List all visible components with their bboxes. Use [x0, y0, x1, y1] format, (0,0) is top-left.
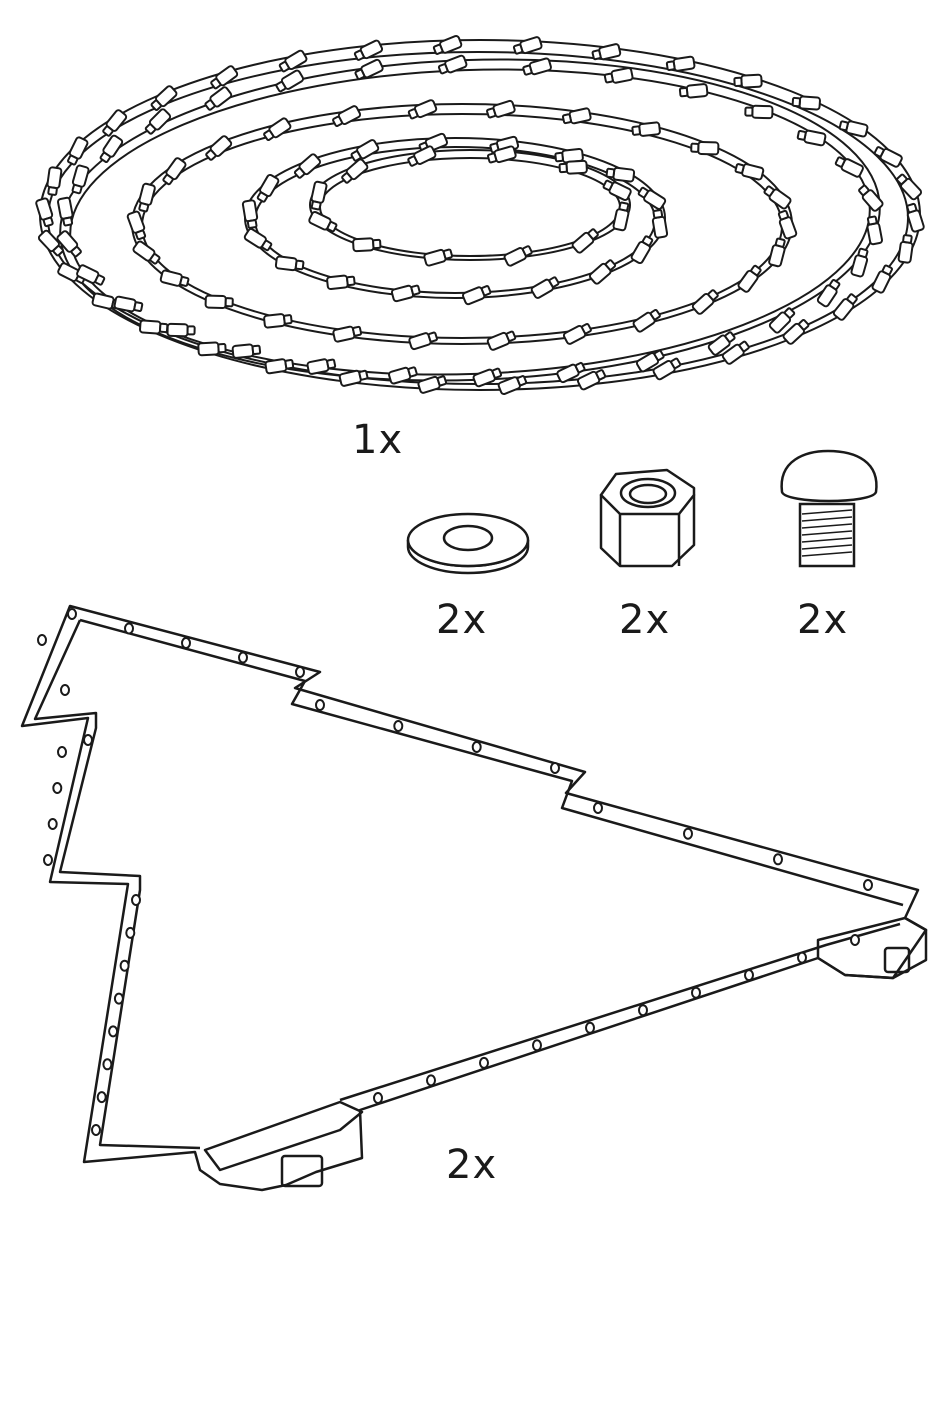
frame-hole — [586, 1023, 594, 1033]
frame-hole — [98, 1092, 106, 1102]
frame-hole — [427, 1075, 435, 1085]
frame-hole — [692, 988, 700, 998]
frame-hole — [109, 1026, 117, 1036]
light-chain-quantity: 1x — [352, 420, 403, 460]
washer-quantity: 2x — [436, 600, 487, 640]
frame-hole — [594, 803, 602, 813]
frame-hole — [798, 953, 806, 963]
frame-hole — [58, 747, 66, 757]
frame-hole — [639, 1005, 647, 1015]
hex-nut-quantity: 2x — [619, 600, 670, 640]
frame-hole — [53, 783, 61, 793]
frame-hole — [533, 1040, 541, 1050]
frame-hole — [68, 609, 76, 619]
frame-hole — [774, 854, 782, 864]
frame-hole — [239, 653, 247, 663]
frame-hole — [684, 829, 692, 839]
frame-hole — [480, 1058, 488, 1068]
tree-frame-quantity: 2x — [446, 1145, 497, 1185]
frame-hole — [182, 638, 190, 648]
frame-hole — [125, 624, 133, 634]
bolt-quantity: 2x — [797, 600, 848, 640]
frame-hole — [394, 721, 402, 731]
frame-hole — [61, 685, 69, 695]
frame-hole — [49, 819, 57, 829]
frame-hole — [473, 742, 481, 752]
frame-hole — [84, 735, 92, 745]
frame-hole — [296, 667, 304, 677]
frame-hole — [864, 880, 872, 890]
frame-hole — [551, 763, 559, 773]
frame-hole — [103, 1059, 111, 1069]
frame-hole — [745, 970, 753, 980]
frame-hole — [126, 928, 134, 938]
frame-hole — [132, 895, 140, 905]
frame-hole — [115, 994, 123, 1004]
frame-hole — [374, 1093, 382, 1103]
frame-hole — [38, 635, 46, 645]
frame-hole — [316, 700, 324, 710]
frame-hole — [851, 935, 859, 945]
frame-hole — [92, 1125, 100, 1135]
frame-hole — [44, 855, 52, 865]
frame-hole — [121, 961, 129, 971]
